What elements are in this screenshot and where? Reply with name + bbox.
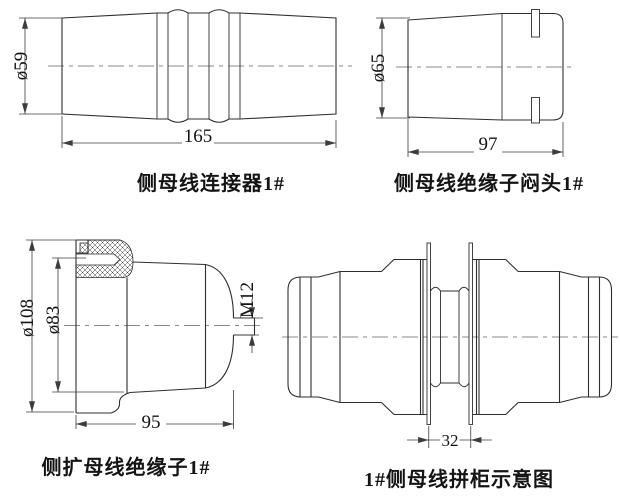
insulator-stud-outline bbox=[233, 317, 256, 336]
cap-diameter-label: ø65 bbox=[368, 54, 389, 83]
insulator-length-label: 95 bbox=[142, 412, 161, 433]
assembly-right-wall-plate bbox=[468, 242, 473, 425]
assembly-dimensions bbox=[407, 426, 492, 448]
cap-body-outline bbox=[407, 12, 564, 121]
assembly-caption: 1#侧母线拼柜示意图 bbox=[364, 467, 554, 491]
assembly-left-insulator-outline bbox=[318, 258, 427, 416]
cap-top-tab bbox=[531, 9, 540, 38]
assembly-left-wall-plate bbox=[426, 242, 431, 425]
insulator-caption: 侧扩母线绝缘子1# bbox=[42, 455, 211, 479]
connector-rib-edges bbox=[156, 13, 241, 119]
drawing-side-busbar-connector: ø59 165 侧母线连接器1# bbox=[11, 9, 352, 195]
assembly-gap-label: 32 bbox=[442, 431, 459, 450]
connector-caption: 侧母线连接器1# bbox=[137, 171, 285, 195]
assembly-left-cap-outline bbox=[287, 276, 319, 398]
connector-length-label: 165 bbox=[184, 126, 213, 147]
drawing-expanded-busbar-insulator: ø108 ø83 M12 95 侧扩母线绝缘子1# bbox=[17, 239, 263, 479]
insulator-flange-outline bbox=[75, 239, 131, 414]
connector-diameter-label: ø59 bbox=[11, 52, 32, 81]
cap-caption: 侧母线绝缘子闷头1# bbox=[394, 171, 584, 195]
insulator-dimensions bbox=[26, 239, 263, 429]
drawing-assembly-diagram: 32 1#侧母线拼柜示意图 bbox=[282, 242, 618, 491]
assembly-connector-middle bbox=[430, 286, 470, 388]
dim-ext-lines bbox=[376, 17, 564, 157]
assembly-right-cap-outline bbox=[581, 276, 613, 398]
connector-dimensions bbox=[19, 17, 337, 148]
cap-dimensions bbox=[376, 17, 564, 157]
drawing-busbar-insulator-cap: ø65 97 侧母线绝缘子闷头1# bbox=[368, 9, 584, 195]
cap-bottom-tab bbox=[531, 97, 540, 124]
insulator-bell-outline bbox=[129, 261, 235, 394]
insulator-threaded-insert-hatch bbox=[75, 239, 134, 278]
assembly-right-insulator-outline bbox=[472, 258, 582, 416]
insulator-thread-label: M12 bbox=[237, 282, 258, 318]
dim-ext-lines bbox=[19, 17, 337, 148]
insulator-outer-diameter-label: ø108 bbox=[17, 299, 38, 337]
connector-body-outline bbox=[61, 9, 337, 123]
insulator-inner-diameter-label: ø83 bbox=[43, 306, 64, 335]
cap-length-label: 97 bbox=[479, 134, 498, 155]
